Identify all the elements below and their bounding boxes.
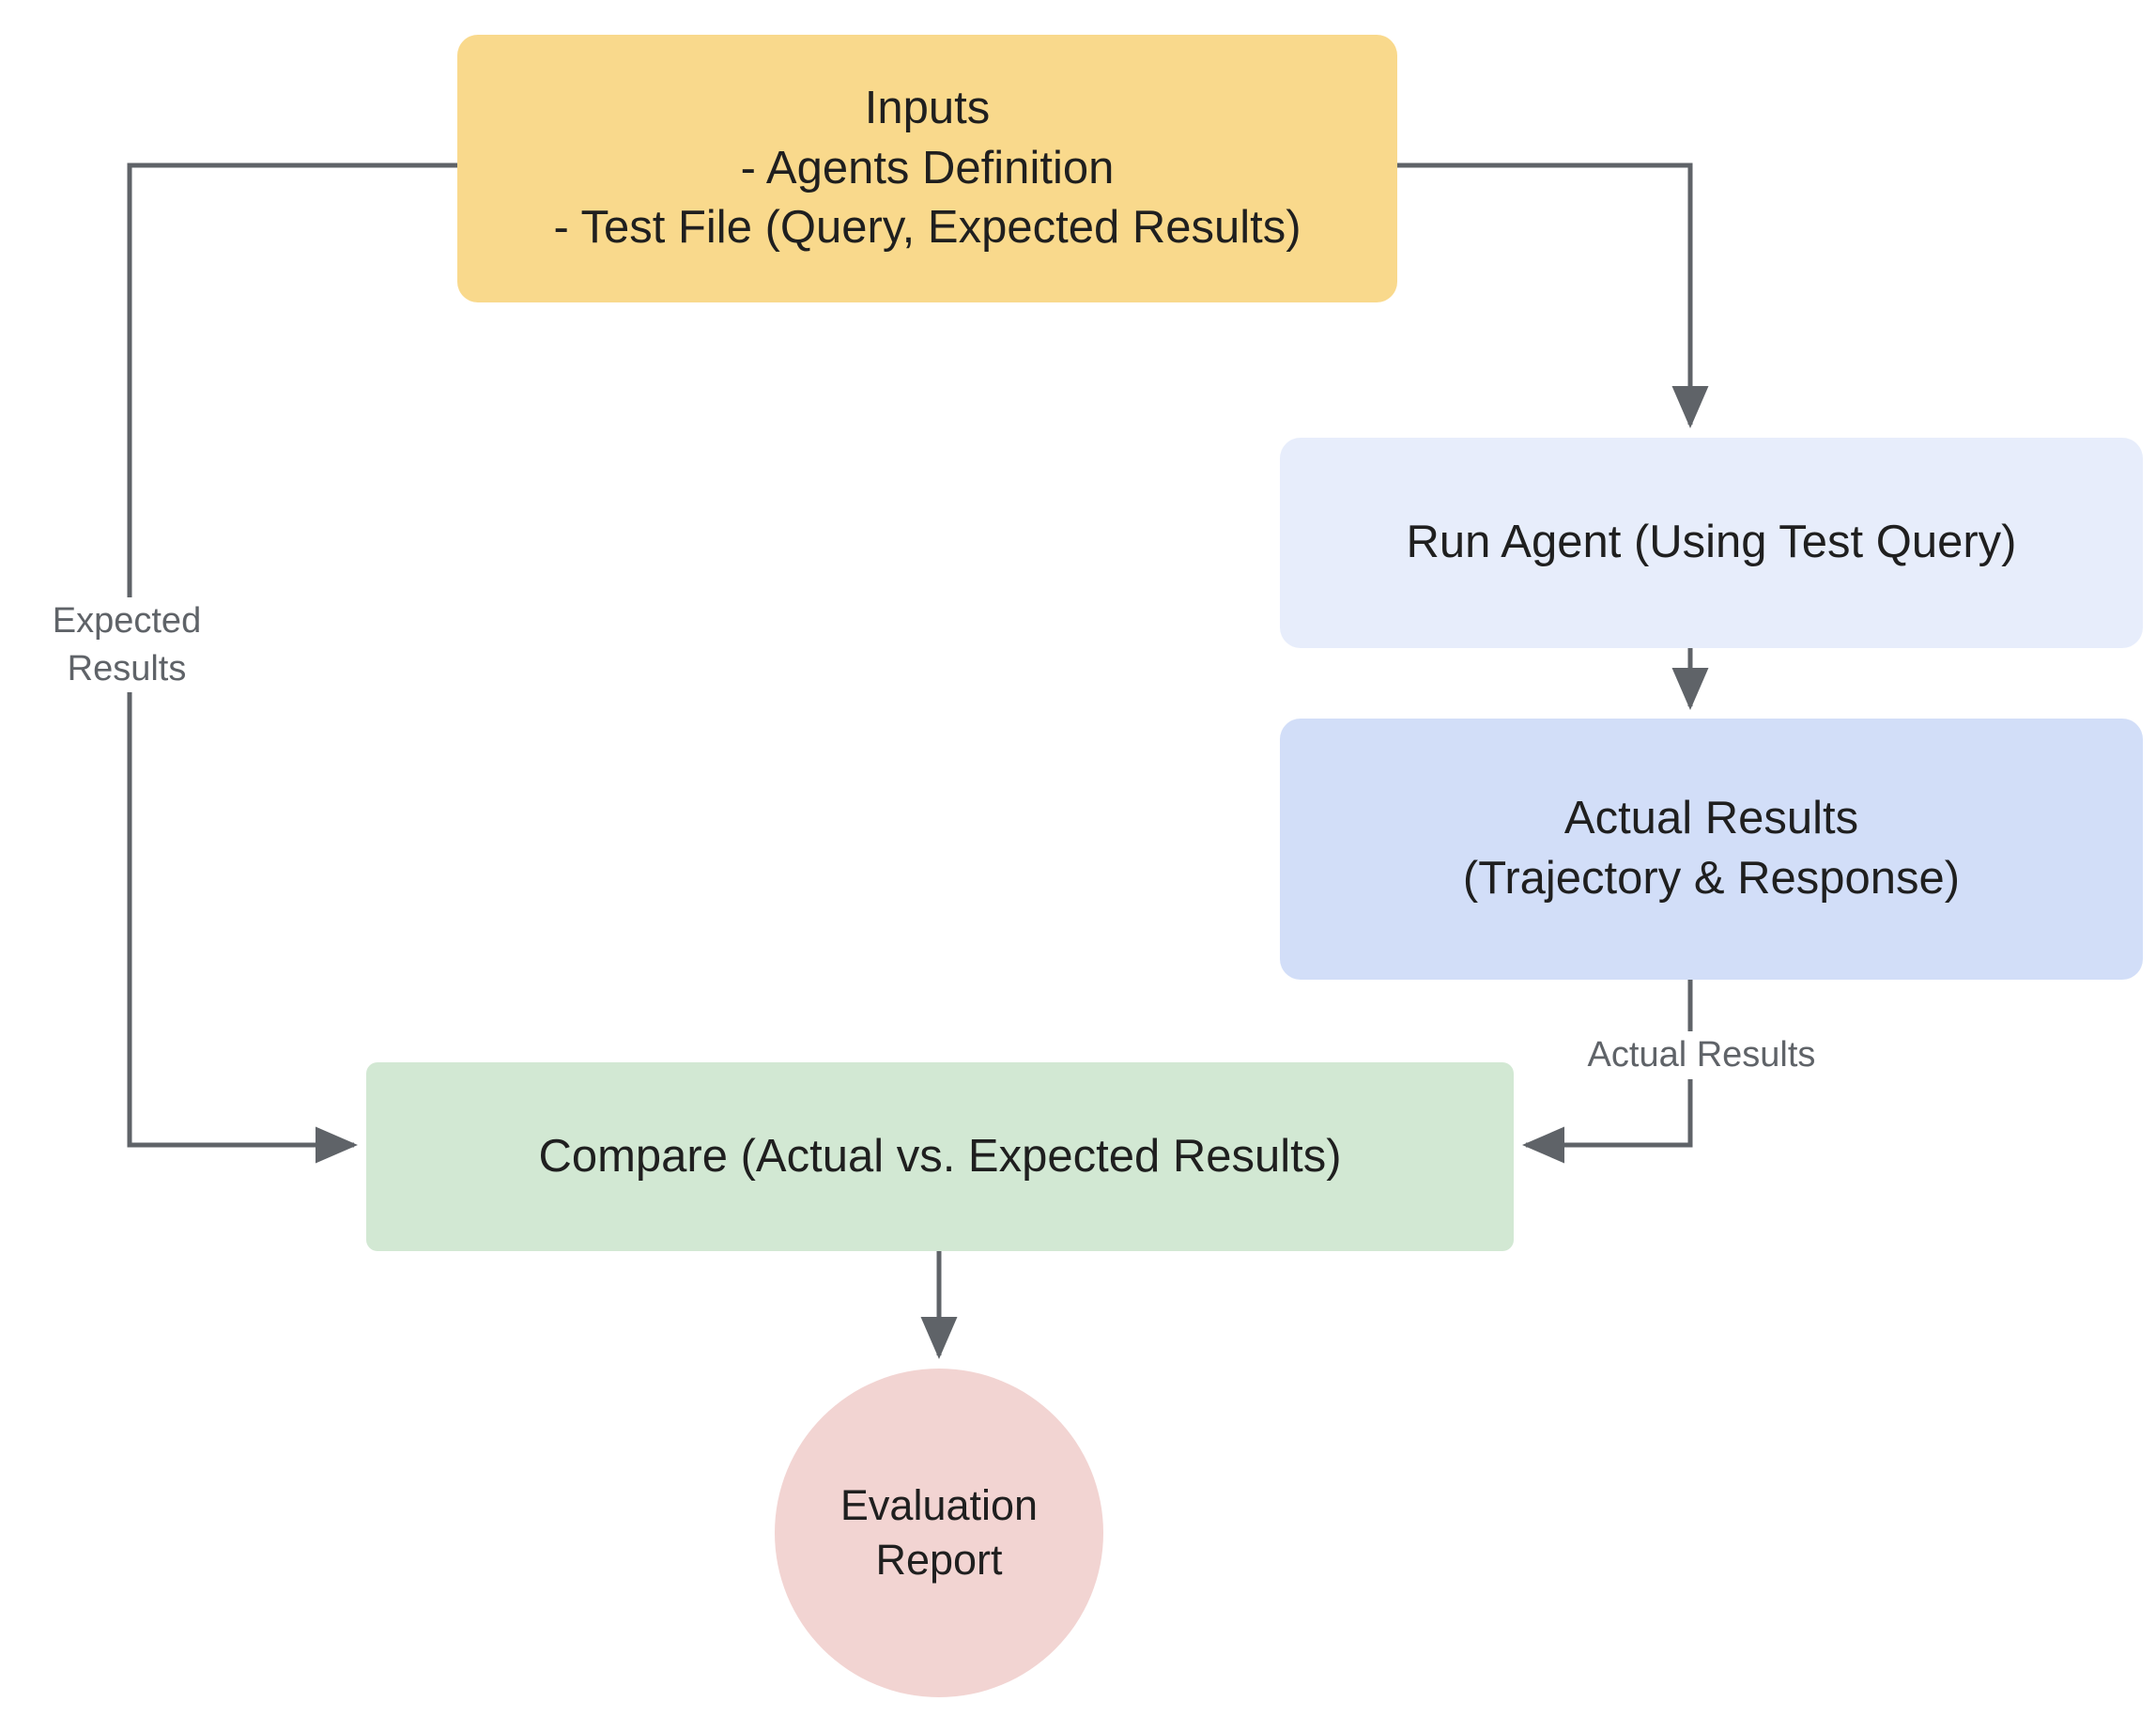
edge-inputs-to-run-agent: [1397, 162, 1709, 429]
node-compare[interactable]: Compare (Actual vs. Expected Results): [366, 1062, 1514, 1251]
edge-label-expected-results: Expected Results: [28, 597, 225, 693]
node-run-agent[interactable]: Run Agent (Using Test Query): [1280, 438, 2143, 648]
node-evaluation-report[interactable]: Evaluation Report: [775, 1369, 1103, 1697]
node-inputs[interactable]: Inputs - Agents Definition - Test File (…: [457, 35, 1397, 302]
node-actual-results[interactable]: Actual Results (Trajectory & Response): [1280, 719, 2143, 980]
edge-label-actual-results: Actual Results: [1570, 1031, 1833, 1079]
